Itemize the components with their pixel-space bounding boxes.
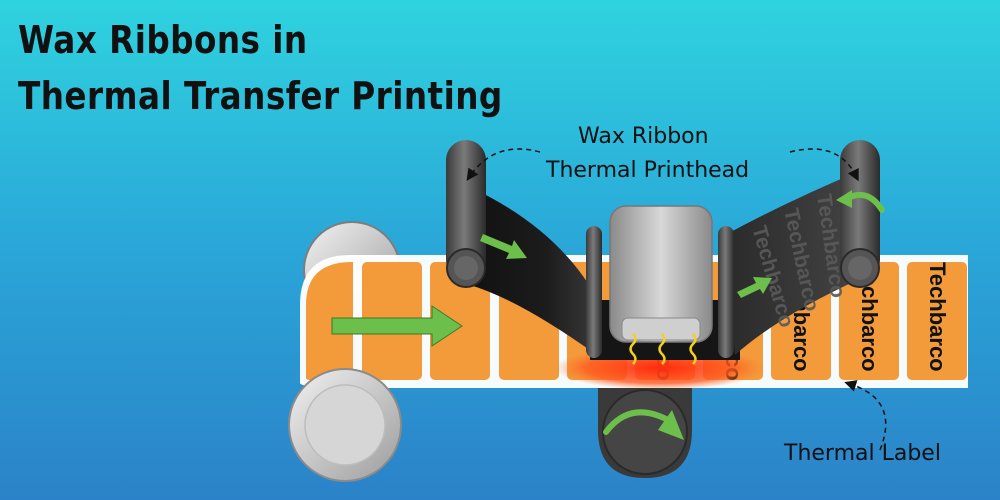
takeup-ribbon-roll xyxy=(840,140,880,288)
label xyxy=(430,262,490,380)
wax-ribbon-right xyxy=(725,170,862,355)
wax-ribbon-left xyxy=(470,188,598,356)
label-wax-ribbon: Wax Ribbon xyxy=(578,124,709,149)
label-thermal-printhead: Thermal Printhead xyxy=(546,158,750,183)
ribbon-guide-bar xyxy=(586,226,602,358)
leader-thermal-label xyxy=(844,380,887,451)
flow-arrow-icon xyxy=(331,305,463,347)
printed-text: Techbarco xyxy=(925,262,950,372)
curved-arrow-icon xyxy=(658,410,684,440)
label-curved xyxy=(306,262,353,380)
supply-ribbon-roll xyxy=(446,140,486,288)
curved-arrow-icon xyxy=(603,409,671,435)
leader-wax-ribbon xyxy=(466,148,541,181)
leader-lines xyxy=(466,148,887,451)
flow-arrow-icon xyxy=(737,277,772,298)
title-line-1: Wax Ribbons in xyxy=(18,18,308,62)
curved-arrow-icon xyxy=(836,190,852,208)
title-line-2: Thermal Transfer Printing xyxy=(18,74,503,118)
label-supply-roll xyxy=(288,368,402,482)
leader-thermal-printhead xyxy=(789,148,859,182)
ribbon-guide-bar xyxy=(718,226,734,358)
heat-wave-icon xyxy=(629,333,697,365)
flow-arrow-icon xyxy=(480,234,527,259)
label xyxy=(907,262,967,380)
thermal-printhead xyxy=(609,205,713,343)
label xyxy=(839,262,899,380)
label-thermal-label: Thermal Label xyxy=(784,441,941,466)
